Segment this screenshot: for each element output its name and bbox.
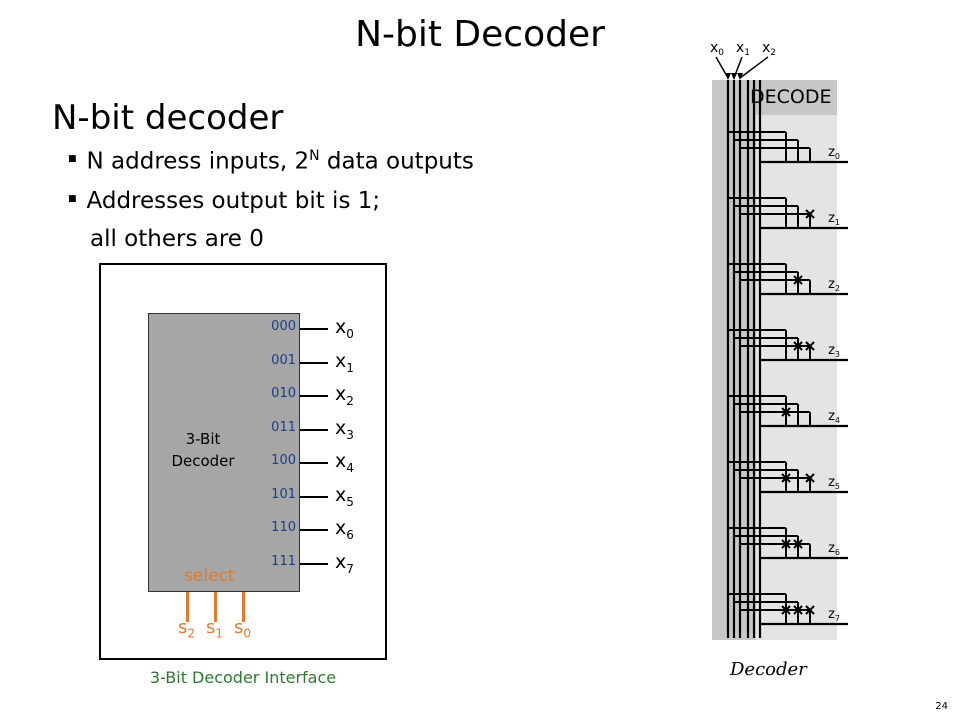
connection-cross [781, 539, 791, 549]
output-name-x3: x3 [335, 416, 354, 442]
output-name-x7: x7 [335, 550, 354, 576]
output-name-x4: x4 [335, 450, 354, 475]
output-line [300, 328, 328, 330]
interface-figure-frame [99, 263, 387, 660]
select-line [214, 592, 217, 622]
connection-cross [805, 341, 815, 351]
connection-cross [781, 473, 791, 483]
decoder-block-label: 3-Bit Decoder [148, 428, 258, 472]
bullet-text-prefix: N address inputs, 2 [86, 148, 310, 175]
select-line [186, 592, 189, 622]
select-label: select [184, 566, 235, 586]
bullet-address-inputs: ■ N address inputs, 2N data outputs [68, 148, 474, 175]
output-label-z0: z0 [828, 145, 840, 161]
output-line [300, 428, 328, 431]
connection-cross [793, 341, 803, 351]
select-name-s1: s1 [206, 617, 224, 641]
input-arrowhead [731, 73, 737, 80]
output-code-000: 000 [271, 319, 296, 334]
output-label-z4: z4 [828, 409, 840, 425]
select-line [242, 592, 245, 622]
connection-cross [793, 275, 803, 285]
output-line [300, 495, 328, 498]
output-label-z1: z1 [828, 211, 840, 227]
input-label-x1: x1 [736, 40, 750, 58]
connection-cross [805, 473, 815, 483]
output-label-z2: z2 [828, 277, 840, 293]
output-line [300, 529, 328, 531]
input-label-x0: x0 [710, 40, 724, 58]
connection-cross [781, 605, 791, 615]
connection-cross [793, 539, 803, 549]
connection-cross [781, 407, 791, 417]
output-label-z7: z7 [828, 607, 840, 623]
bullet-addressed-output: ■ Addresses output bit is 1; [68, 188, 380, 214]
input-arrow [739, 56, 769, 79]
output-code-001: 001 [271, 352, 296, 368]
select-name-s0: s0 [234, 617, 252, 641]
output-code-010: 010 [271, 386, 296, 401]
bullet-text: Addresses output bit is 1; [86, 188, 381, 214]
connection-cross [805, 605, 815, 615]
decoder-diagram-caption: Decoder [729, 659, 808, 680]
interface-figure-caption: 3-Bit Decoder Interface [149, 668, 337, 687]
output-line [300, 395, 328, 397]
output-code-101: 101 [271, 486, 296, 502]
decoder-label-line1: 3-Bit [185, 430, 221, 448]
input-arrowhead [725, 73, 731, 80]
bullet-marker: ■ [68, 193, 77, 204]
decoder-label-line2: Decoder [171, 452, 235, 470]
bullet-marker: ■ [68, 154, 77, 165]
input-arrowhead [737, 73, 743, 80]
output-code-111: 111 [271, 553, 296, 569]
output-label-z5: z5 [828, 475, 840, 491]
output-line [300, 462, 328, 464]
select-name-s2: s2 [178, 617, 196, 641]
output-name-x1: x1 [335, 349, 354, 375]
output-name-x6: x6 [335, 517, 354, 542]
output-line [300, 562, 328, 565]
output-code-100: 100 [271, 453, 296, 468]
output-name-x2: x2 [335, 383, 354, 408]
output-name-x0: x0 [335, 316, 354, 341]
bullet-superscript: N [309, 148, 320, 164]
bullet-text-suffix: data outputs [319, 148, 474, 175]
output-code-110: 110 [271, 520, 296, 535]
page-number: 24 [935, 701, 948, 712]
output-code-011: 011 [271, 419, 296, 435]
connection-cross [805, 209, 815, 219]
bullet-continuation: all others are 0 [90, 226, 264, 252]
connection-cross [793, 605, 803, 615]
input-label-x2: x2 [762, 40, 776, 58]
output-label-z3: z3 [828, 343, 840, 359]
output-line [300, 361, 328, 364]
decoder-block [148, 313, 300, 592]
output-name-x5: x5 [335, 483, 354, 509]
decode-header: DECODE [750, 86, 832, 108]
decoder-inner-panel [756, 115, 837, 640]
output-label-z6: z6 [828, 541, 840, 557]
section-heading: N-bit decoder [52, 98, 284, 138]
slide-title: N-bit Decoder [355, 14, 605, 55]
